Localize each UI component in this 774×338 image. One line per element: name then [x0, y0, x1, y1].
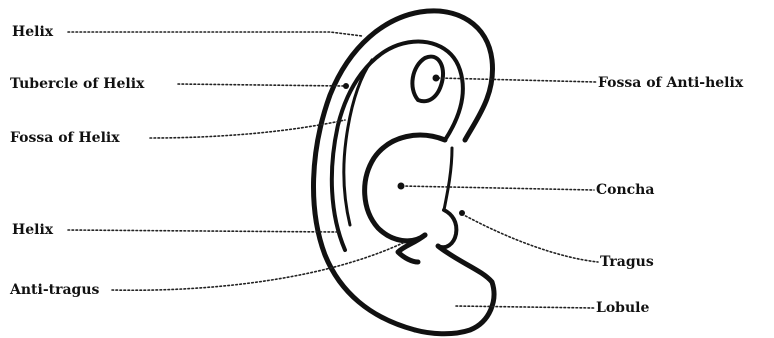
label-tragus: Tragus	[600, 254, 654, 270]
outer-helix-outline	[314, 11, 493, 330]
lobule-shape	[415, 246, 494, 334]
leader-tragus	[462, 214, 598, 262]
leader-helix-top	[68, 32, 362, 36]
leader-lobule	[456, 306, 594, 308]
dot-fossa-of-anti-helix	[433, 75, 440, 82]
anti-helix-body	[365, 135, 445, 241]
leader-helix-lower	[68, 230, 340, 232]
leader-anti-tragus	[112, 242, 405, 290]
labels: Helix Tubercle of Helix Fossa of Helix H…	[9, 24, 744, 316]
leader-fossa-of-helix	[150, 120, 345, 138]
dot-tubercle	[343, 83, 349, 89]
label-anti-tragus: Anti-tragus	[9, 282, 100, 298]
label-helix-lower: Helix	[12, 222, 54, 238]
label-tubercle-of-helix: Tubercle of Helix	[10, 76, 145, 92]
label-fossa-of-helix: Fossa of Helix	[10, 130, 120, 146]
concha-edge	[444, 148, 452, 210]
dot-tragus	[459, 210, 465, 216]
ear-illustration	[314, 11, 494, 334]
label-fossa-of-anti-helix: Fossa of Anti-helix	[598, 75, 744, 91]
label-helix-top: Helix	[12, 24, 54, 40]
leader-tubercle-of-helix	[178, 84, 344, 86]
leader-concha	[402, 186, 594, 190]
label-lobule: Lobule	[596, 300, 649, 316]
tragus-shape	[438, 210, 456, 247]
dot-concha	[398, 183, 405, 190]
label-concha: Concha	[596, 182, 654, 198]
